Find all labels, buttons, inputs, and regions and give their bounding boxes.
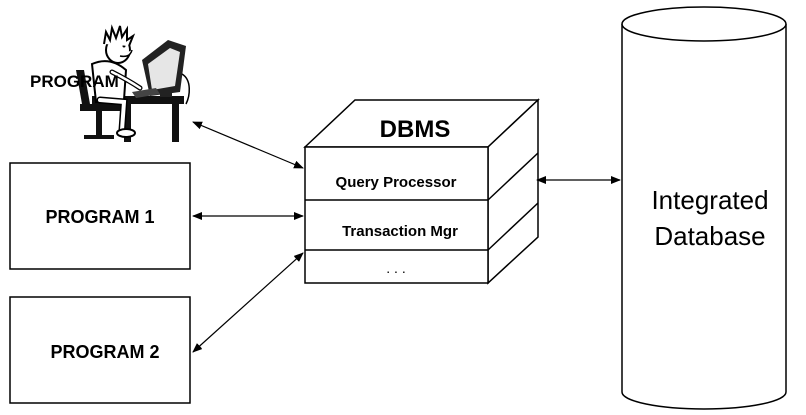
person-at-computer-icon [76,24,190,142]
program-1-box: PROGRAM 1 [9,162,191,270]
arrow-user-to-dbms [192,121,304,169]
dbms-layer-more: . . . [386,260,405,276]
dbms-box: DBMS Query Processor Transaction Mgr . .… [303,98,540,285]
dbms-layer-query-processor: Query Processor [336,174,457,191]
dbms-layer-transaction-mgr: Transaction Mgr [342,223,458,240]
user-program-label: PROGRAM [30,72,119,91]
integrated-database-cylinder: Integrated Database [621,6,787,410]
database-label-line1: Integrated [651,185,768,215]
database-label-line2: Database [654,221,765,251]
dbms-title: DBMS [380,116,451,143]
arrow-program-2-to-dbms [192,252,304,353]
program-2-label: PROGRAM 2 [50,342,159,362]
program-1-label: PROGRAM 1 [45,207,154,227]
program-2-box: PROGRAM 2 [9,296,191,404]
